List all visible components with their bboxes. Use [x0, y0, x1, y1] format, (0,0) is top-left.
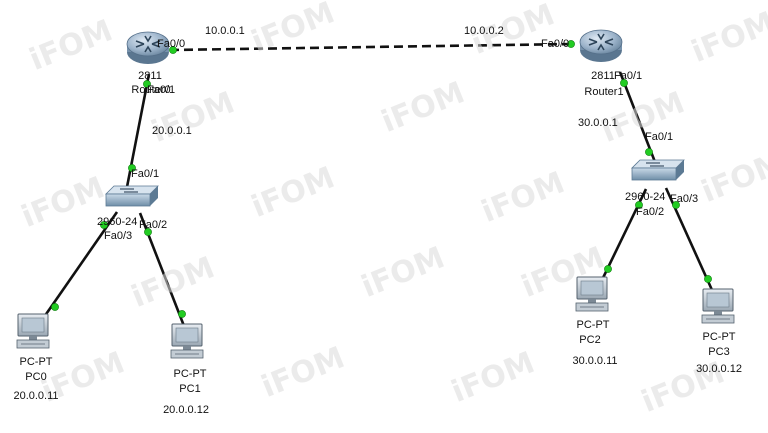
status-dot [178, 310, 186, 318]
pc3-icon[interactable] [701, 288, 735, 324]
status-dot [604, 265, 612, 273]
pc0-name-label: PC0 [25, 371, 47, 383]
pc2-name-label: PC2 [579, 334, 601, 346]
status-dot [143, 80, 151, 88]
pc3-ip-label: 30.0.0.12 [696, 363, 742, 375]
status-dot [704, 275, 712, 283]
status-dot [620, 79, 628, 87]
router0-lan-ip: 20.0.0.1 [152, 125, 192, 137]
router1-lan-ip: 30.0.0.1 [578, 117, 618, 129]
status-dot [169, 46, 177, 54]
switch1-fa01-port-label: Fa0/1 [645, 131, 674, 143]
status-dot [144, 228, 152, 236]
pc0-type-label: PC-PT [19, 356, 53, 368]
router0-fa01-port-label: Fa0/1 [147, 84, 176, 96]
status-dot [128, 164, 136, 172]
status-dot [635, 201, 643, 209]
status-dot [100, 221, 108, 229]
switch0-fa03-port-label: Fa0/3 [104, 230, 133, 242]
pc1-name-label: PC1 [179, 383, 201, 395]
switch0-fa02-port-label: Fa0/2 [139, 219, 168, 231]
pc3-type-label: PC-PT [702, 331, 736, 343]
status-dot [51, 303, 59, 311]
switch0-icon[interactable] [105, 185, 159, 207]
router1-fa00-port-label: Fa0/0 [541, 38, 570, 50]
pc2-type-label: PC-PT [576, 319, 610, 331]
switch1-fa03-port-label: Fa0/3 [670, 193, 699, 205]
status-dot [672, 201, 680, 209]
pc1-icon[interactable] [170, 323, 204, 359]
switch0-model-label: 2960-24 [97, 216, 138, 228]
pc0-ip-label: 20.0.0.11 [13, 390, 59, 402]
switch1-model-label: 2960-24 [625, 191, 666, 203]
pc2-ip-label: 30.0.0.11 [572, 355, 618, 367]
status-dot [645, 148, 653, 156]
router0-fa00-port-label: Fa0/0 [157, 38, 186, 50]
switch1-fa02-port-label: Fa0/2 [636, 206, 665, 218]
router0-icon[interactable] [126, 31, 170, 64]
switch0-fa01-port-label: Fa0/1 [131, 168, 160, 180]
pc0-icon[interactable] [16, 313, 50, 349]
status-dot [567, 40, 575, 48]
router0-wan-ip: 10.0.0.1 [205, 25, 245, 37]
link-router1-switch1[interactable] [618, 71, 657, 163]
link-router0-router1[interactable] [169, 42, 573, 52]
pc3-name-label: PC3 [708, 346, 730, 358]
pc1-type-label: PC-PT [173, 368, 207, 380]
switch1-icon[interactable] [631, 159, 685, 181]
router1-name-label: Router1 [584, 86, 624, 98]
router1-wan-ip: 10.0.0.2 [464, 25, 504, 37]
link-switch0-pc0[interactable] [40, 211, 119, 321]
link-status-dots [51, 40, 712, 318]
router1-icon[interactable] [579, 29, 623, 62]
router1-fa01-port-label: Fa0/1 [614, 70, 643, 82]
router0-name-label: Router0 [131, 84, 171, 96]
pc1-ip-label: 20.0.0.12 [163, 404, 209, 416]
router1-model-label: 2811 [591, 70, 615, 82]
pc2-icon[interactable] [575, 276, 609, 312]
router0-model-label: 2811 [138, 70, 162, 82]
